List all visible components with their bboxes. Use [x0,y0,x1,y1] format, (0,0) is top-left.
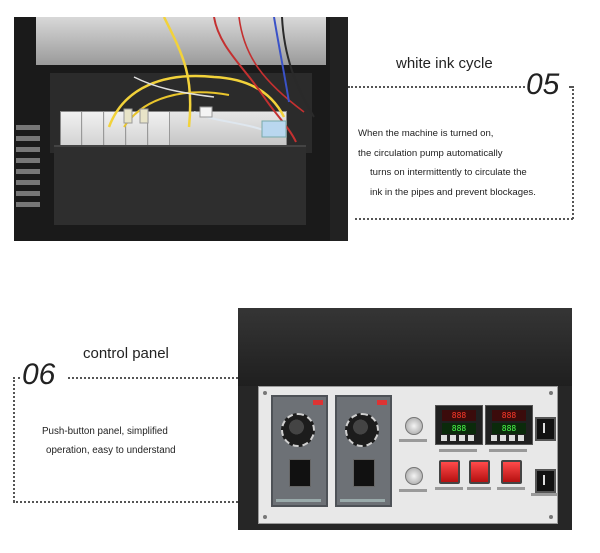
callout-06-frame-left [13,377,15,502]
rocker-switch-bottom-icon [535,469,556,493]
section-06-line-1: Push-button panel, simplified [42,426,168,437]
white-ink-unit-photo [14,17,348,241]
selector-knob-bottom-icon [405,467,423,485]
section-05-number: 05 [526,68,560,101]
wiring-harness-icon [107,17,315,143]
cabinet-interior [238,308,572,386]
selector-knob-top-icon [405,417,423,435]
callout-05-connector-tail [569,86,573,88]
speed-controller-right-icon [335,395,392,507]
section-05-line-4: ink in the pipes and prevent blockages. [370,186,536,198]
callout-06-frame-bottom [13,501,238,503]
section-06-number: 06 [22,358,56,391]
section-05-description: When the machine is turned on, the circu… [358,124,568,202]
callout-06-connector [68,377,238,379]
section-05-line-1: When the machine is turned on, [358,128,494,139]
callout-05-frame-bottom [355,218,573,220]
section-05-title: white ink cycle [396,55,493,72]
section-06-line-2: operation, easy to understand [46,445,176,456]
cabinet-side [330,17,348,241]
section-06-description: Push-button panel, simplified operation,… [42,422,176,460]
section-05-line-3: turns on intermittently to circulate the [370,167,527,178]
section-05-line-2: the circulation pump automatically [358,147,503,159]
callout-05-frame-right [572,86,574,219]
power-switch-red-3-icon [501,460,522,484]
front-cover-plate [54,145,306,225]
callout-05-connector [348,86,525,88]
callout-06-connector-head [13,377,20,379]
vent-grille [16,119,40,209]
power-switch-red-1-icon [439,460,460,484]
power-switch-red-2-icon [469,460,490,484]
speed-controller-left-icon [271,395,328,507]
section-06-title: control panel [83,345,169,362]
rocker-switch-top-icon [535,417,556,441]
